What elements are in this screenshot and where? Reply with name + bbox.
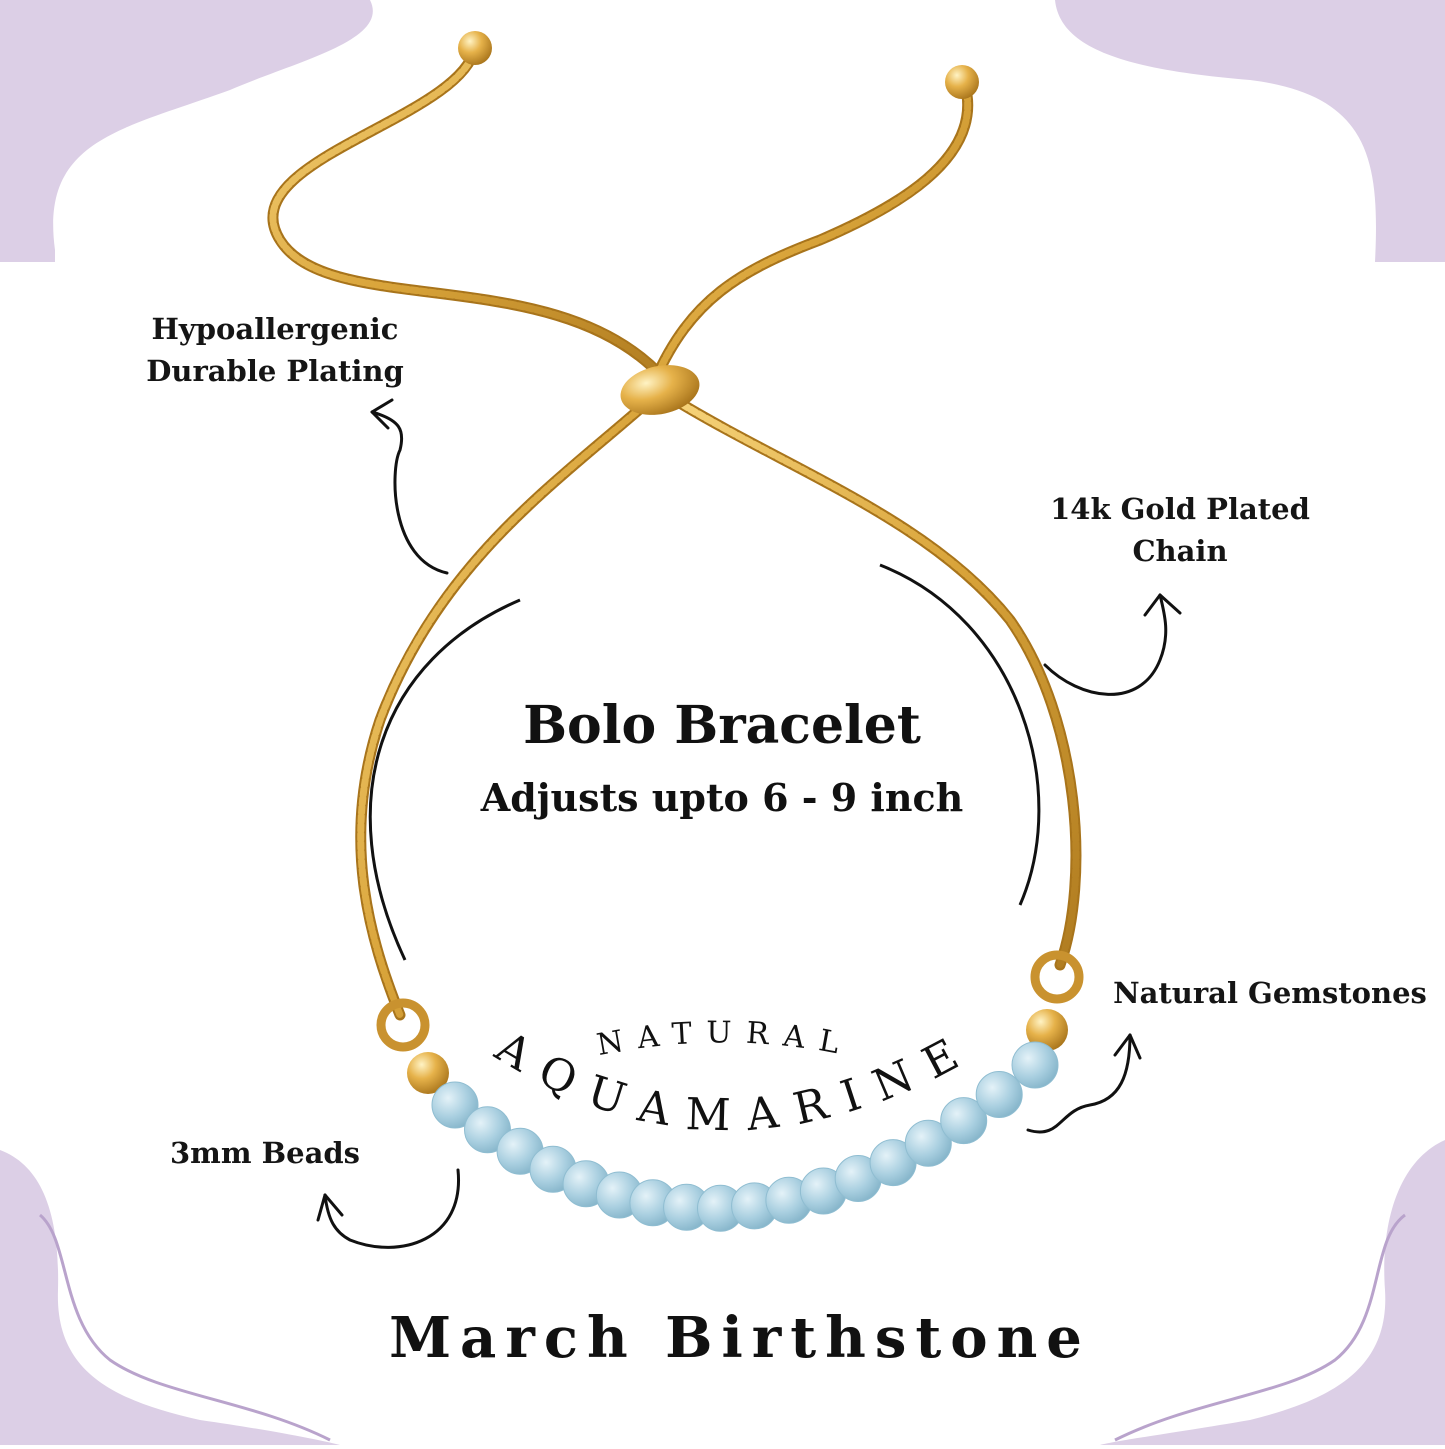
jump-ring-left	[376, 998, 430, 1052]
callout-gold-chain: 14k Gold Plated Chain	[1040, 488, 1320, 572]
decorative-arc-right	[879, 563, 1041, 906]
corner-shape-top-left	[0, 0, 373, 262]
footer-birthstone: March Birthstone	[389, 1305, 1091, 1371]
page-title: Bolo Bracelet	[523, 695, 921, 756]
jump-ring-right	[1030, 950, 1084, 1004]
callout-gold-chain-line2: Chain	[1132, 534, 1228, 569]
decorative-arc-left	[368, 598, 521, 961]
gold-spacer-right	[1026, 1009, 1068, 1051]
slider-bead	[620, 365, 700, 415]
corner-outline-bottom-left	[39, 1213, 331, 1442]
corner-outline-bottom-right	[1114, 1213, 1406, 1442]
aquamarine-beads	[431, 1041, 1059, 1232]
corner-shape-bottom-left	[0, 1150, 340, 1445]
chain-end-ball-left	[458, 31, 492, 65]
arrow-beads	[323, 1168, 460, 1249]
aquamarine-bead	[975, 1071, 1023, 1118]
arrow-hypoallergenic	[370, 410, 449, 575]
page-subtitle: Adjusts upto 6 - 9 inch	[480, 775, 964, 820]
gold-chain	[267, 42, 1082, 1021]
callout-hypoallergenic-line1: Hypoallergenic	[151, 312, 399, 346]
corner-shape-bottom-right	[1100, 1140, 1445, 1445]
aquamarine-bead	[1011, 1041, 1059, 1089]
aquamarine-bead	[904, 1119, 952, 1167]
callout-hypoallergenic-line2: Durable Plating	[146, 354, 404, 389]
callout-arrows	[316, 398, 1182, 1249]
callout-hypoallergenic: Hypoallergenic Durable Plating	[135, 308, 415, 392]
callout-beads: 3mm Beads	[169, 1136, 360, 1170]
callout-gemstones: Natural Gemstones	[1113, 976, 1427, 1010]
arrow-gemstones	[1026, 1033, 1132, 1134]
corner-shape-top-right	[1055, 0, 1445, 262]
arc-text-natural: NATURAL	[594, 1015, 856, 1063]
arrow-gold-chain	[1043, 593, 1168, 696]
chain-end-ball-right	[945, 65, 979, 99]
callout-gold-chain-line1: 14k Gold Plated	[1050, 492, 1310, 526]
aquamarine-bead	[431, 1081, 479, 1129]
gold-spacer-left	[407, 1052, 449, 1094]
aquamarine-bead	[940, 1097, 988, 1145]
